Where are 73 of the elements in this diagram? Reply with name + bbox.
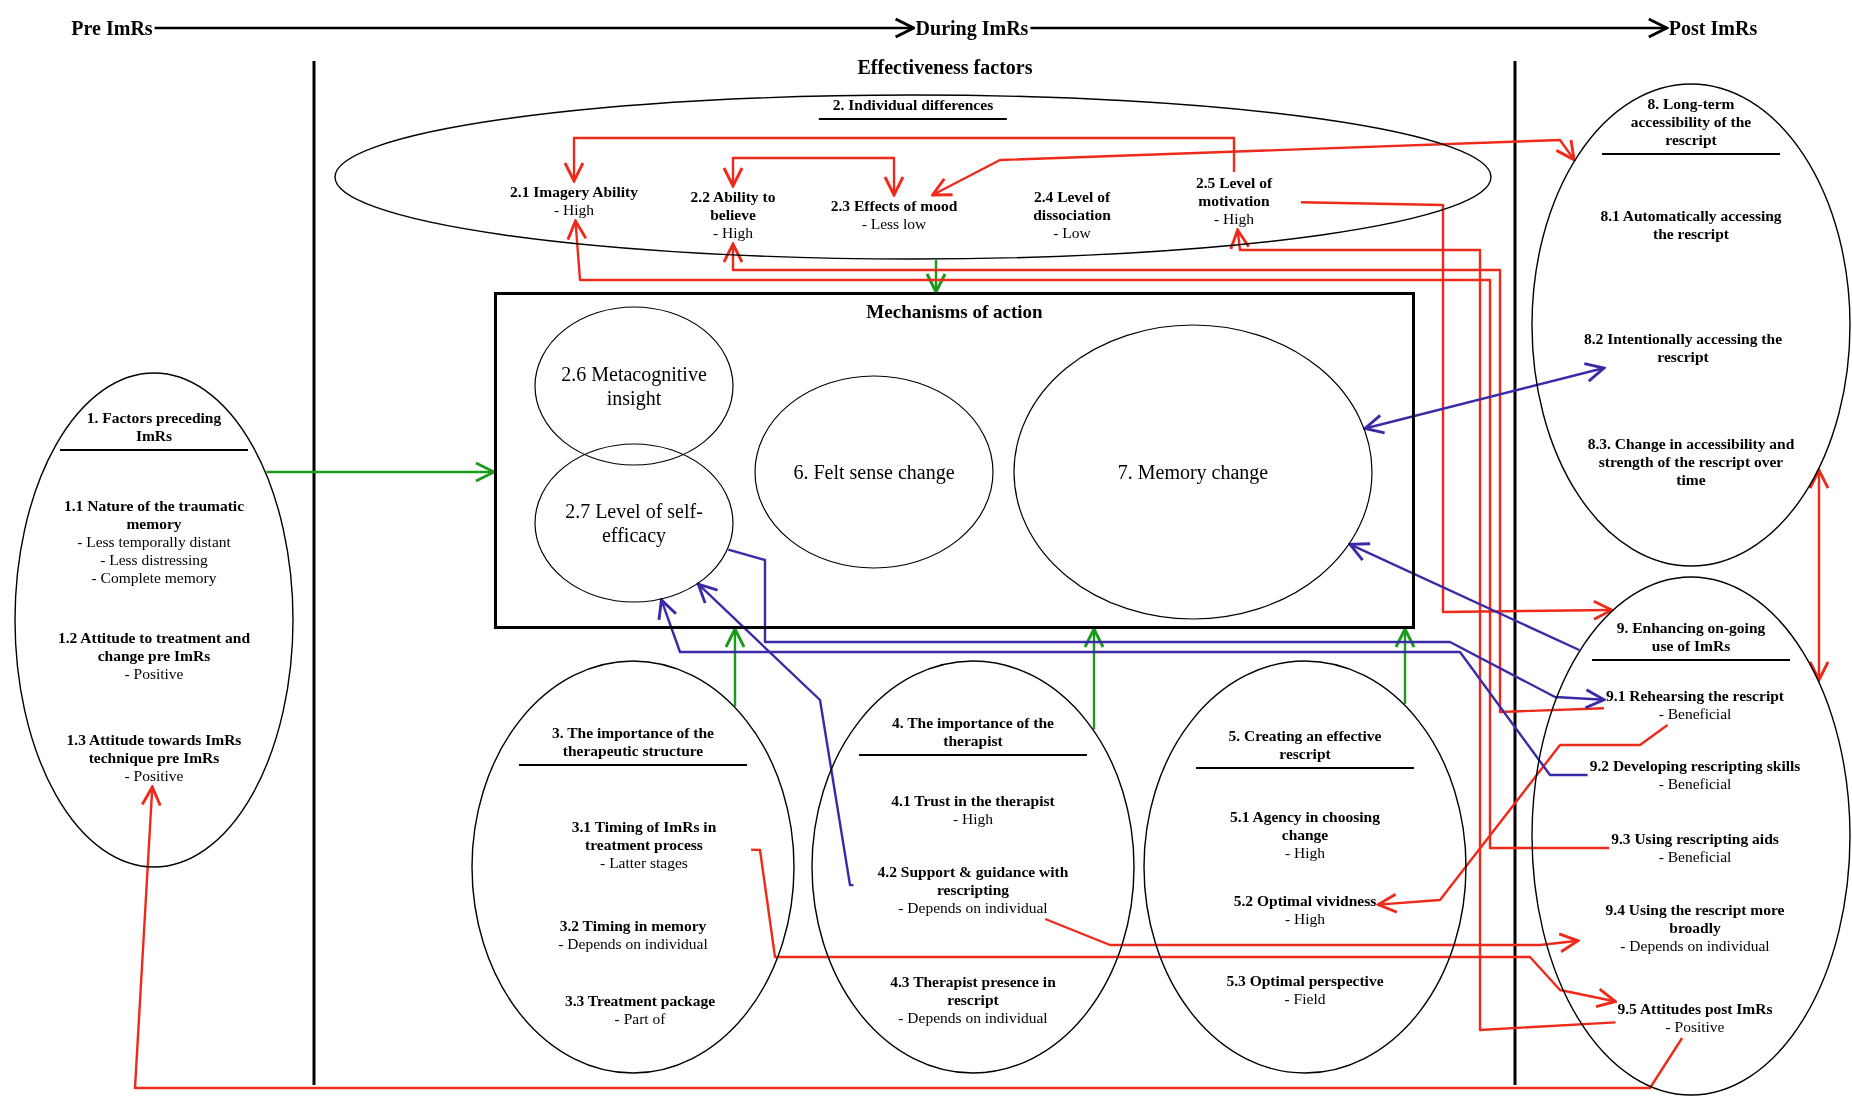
group-heading: 5. Creating an effective rescript [1196,727,1414,769]
arrow [266,461,496,483]
arrow [722,242,1605,714]
factor-text: 9.4 Using the rescript more broadly - Depends on individual [1580,901,1810,955]
factor-text: 9.3 Using rescripting aids - Beneficial [1611,830,1779,866]
circle-node: 6. Felt sense change [754,375,994,569]
group-heading: Mechanisms of action [866,301,1043,323]
oval-group [1143,660,1467,1074]
arrow [154,17,916,39]
factor-text: 2.3 Effects of mood - Less low [830,197,958,233]
factor-text: 3.3 Treatment package - Part of [564,992,716,1028]
arrow [925,259,947,294]
arrow [1376,724,1669,914]
double-arrow [931,138,1576,197]
arrow [1348,542,1580,652]
arrow [657,598,1588,777]
factor-text: 9.2 Developing rescripting skills - Beneficial [1589,757,1801,793]
oval-group [1531,576,1851,1096]
arrow [1394,627,1416,705]
stage-heading: During ImRs [915,16,1029,40]
arrow [727,548,1606,710]
group-heading: 3. The importance of the therapeutic structure [519,724,747,766]
factor-text: 4.3 Therapist presence in rescript - Depends on individual [878,973,1068,1027]
oval-group [471,660,795,1074]
arrow [724,627,746,707]
double-arrow [1363,362,1606,435]
group-heading: 4. The importance of the therapist [859,714,1087,756]
factor-text: 8.2 Intentionally accessing the rescript [1558,330,1808,366]
factor-text: 5.1 Agency in choosing change - High [1205,808,1405,862]
factor-text: 3.1 Timing of ImRs in treatment process - Latter stages [539,818,749,872]
factor-text: 2.4 Level of dissociation - Low [1007,188,1137,242]
factor-text: 8.1 Automatically accessing the rescript [1591,207,1791,243]
arrow [696,582,854,887]
arrow [1229,228,1616,1032]
factor-text: 1.2 Attitude to treatment and change pre ImRs - Positive [54,629,254,683]
factor-text: 2.2 Ability to believe - High [668,188,798,242]
double-arrow [722,156,905,197]
factor-text: 5.2 Optimal vividness - High [1233,892,1377,928]
stage-heading: Pre ImRs [71,16,153,40]
arrow [1083,627,1105,730]
factor-text: 5.3 Optimal perspective - Field [1226,972,1384,1008]
factor-text: 4.2 Support & guidance with rescripting - Depends on individual [855,863,1091,917]
group-heading: 2. Individual differences [818,96,1008,120]
arrow [1300,201,1614,621]
factor-text: 9.5 Attitudes post ImRs - Positive [1617,1000,1773,1036]
factor-text: 2.5 Level of motivation - High [1169,174,1299,228]
group-heading: 1. Factors preceding ImRs [60,409,248,451]
arrow [563,136,1236,183]
oval-group [14,372,294,868]
group-heading: 8. Long-term accessibility of the rescript [1602,95,1780,155]
arrow [1030,17,1669,39]
double-arrow [1808,468,1830,682]
factor-text: 1.1 Nature of the traumatic memory - Less temporally distant - Less distressing - Complete memory [44,497,264,587]
arrow [750,848,1617,1009]
group-heading: 9. Enhancing on-going use of ImRs [1592,619,1790,661]
oval-group [1531,83,1851,567]
arrow [566,219,1610,850]
oval-group [334,94,1492,260]
factor-text: 8.3. Change in accessibility and strength of the rescript over time [1586,435,1796,489]
factor-text: 3.2 Timing in memory - Depends on individual [558,917,708,953]
factor-text: 4.1 Trust in the therapist - High [891,792,1055,828]
factor-text: 9.1 Rehearsing the rescript - Beneficial [1606,687,1784,723]
circle-node: 2.6 Metacognitive insight [534,306,734,466]
factor-text: 1.3 Attitude towards ImRs technique pre ImRs - Positive [59,731,249,785]
oval-group [811,660,1135,1074]
group-box [494,292,1415,629]
arrow [1044,917,1580,954]
arrow [133,785,1684,1090]
stage-heading: Post ImRs [1668,16,1758,40]
factor-text: 2.1 Imagery Ability - High [510,183,638,219]
circle-node: 2.7 Level of self-efficacy [534,443,734,603]
circle-node: 7. Memory change [1013,324,1373,620]
column-heading: Effectiveness factors [857,55,1033,79]
